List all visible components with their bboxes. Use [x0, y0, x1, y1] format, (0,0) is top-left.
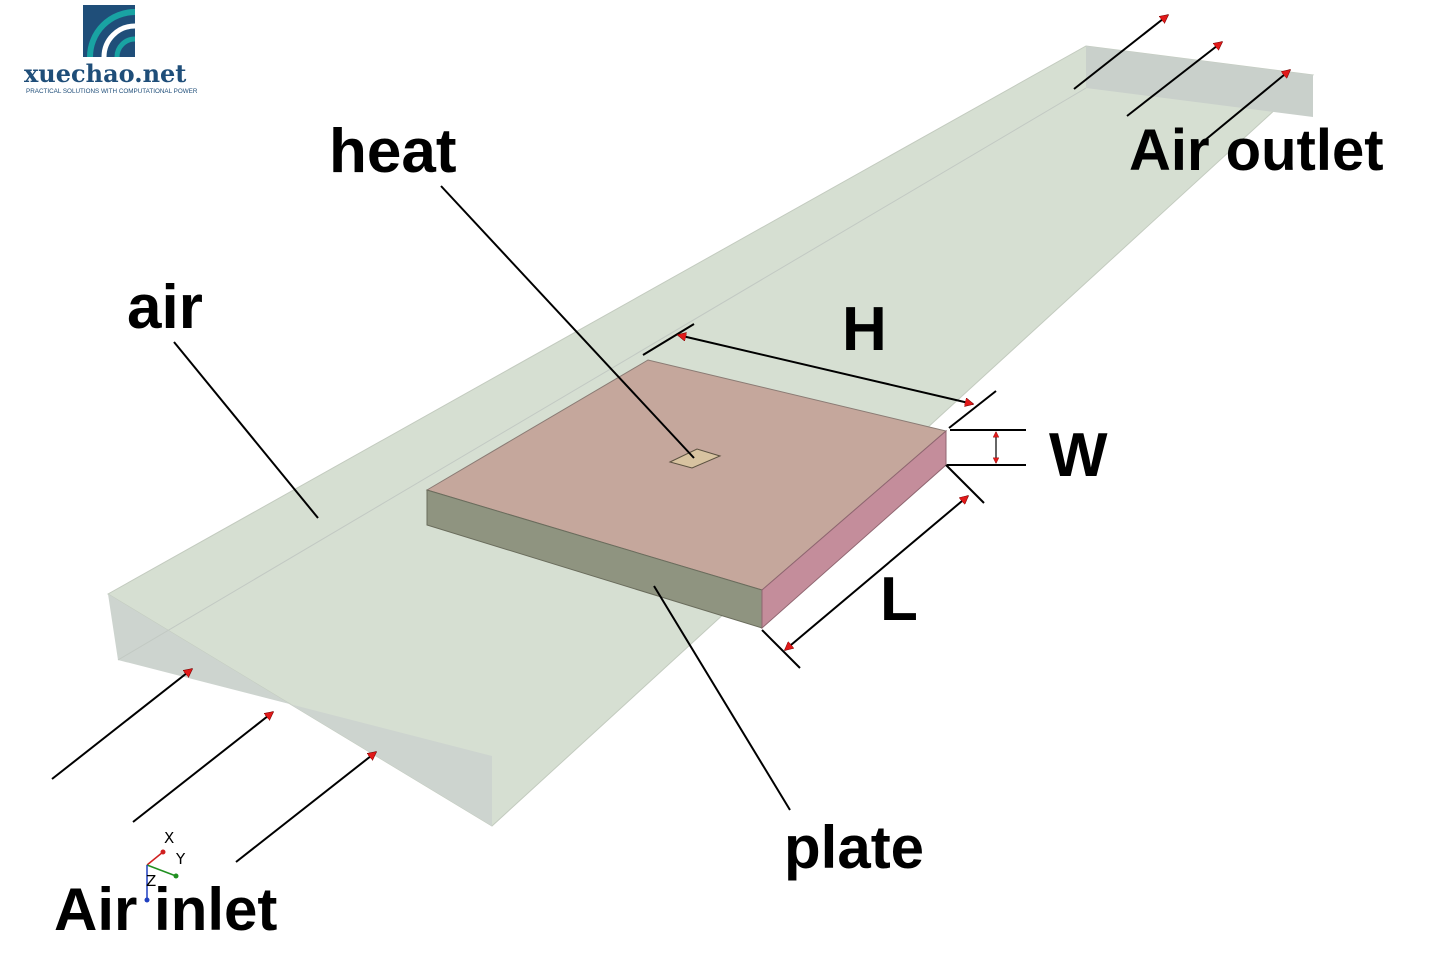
- label-dim-l: L: [880, 565, 918, 634]
- label-heat: heat: [329, 117, 456, 186]
- air-leader: [173, 341, 319, 519]
- outlet-arrows: [1073, 15, 1290, 151]
- triad-x-label: X: [164, 829, 174, 847]
- channel-edge: [117, 87, 1087, 661]
- triad-x-tip: [160, 849, 166, 855]
- dim-l-line: [785, 496, 968, 650]
- dimension-h: [642, 323, 997, 429]
- plate-leader: [653, 585, 791, 811]
- outlet-arrow: [1073, 15, 1168, 90]
- triad-z-label: Z: [146, 872, 156, 890]
- dimension-l: [761, 464, 985, 669]
- label-plate: plate: [784, 814, 924, 881]
- triad-y-tip: [173, 873, 179, 879]
- inlet-arrow: [132, 712, 273, 823]
- dim-l-extension: [761, 629, 801, 669]
- logo-wave-icon: [83, 5, 136, 58]
- inlet-arrows: [51, 669, 376, 863]
- heat-leader: [440, 185, 695, 459]
- triad-x-axis: [146, 851, 164, 866]
- dimension-w: [947, 429, 1026, 466]
- outlet-arrow: [1126, 42, 1222, 117]
- triad-z-tip: [144, 897, 150, 903]
- inlet-arrow: [51, 669, 192, 780]
- logo-name: xuechao.net: [24, 59, 186, 88]
- inlet-arrow: [235, 752, 376, 863]
- channel-inlet-face: [108, 594, 492, 826]
- dim-h-line: [678, 335, 973, 404]
- label-air-outlet: Air outlet: [1129, 118, 1384, 183]
- label-air: air: [127, 273, 203, 342]
- label-air-inlet: Air inlet: [54, 876, 277, 943]
- label-dim-w: W: [1049, 421, 1108, 490]
- outlet-arrow: [1192, 70, 1290, 151]
- leader-lines: [173, 185, 791, 811]
- triad-y-label: Y: [175, 850, 186, 868]
- triad-y-axis: [146, 864, 177, 877]
- logo-tagline: PRACTICAL SOLUTIONS WITH COMPUTATIONAL P…: [26, 88, 198, 95]
- dim-l-extension: [945, 464, 985, 504]
- channel-outlet-face: [1086, 46, 1313, 117]
- heat-source: [668, 448, 722, 469]
- dim-h-extension: [642, 323, 695, 356]
- label-dim-h: H: [842, 295, 887, 364]
- dim-h-extension: [948, 390, 997, 429]
- logo: xuechao.net PRACTICAL SOLUTIONS WITH COM…: [24, 5, 198, 95]
- axis-triad-icon: X Y Z: [144, 829, 186, 903]
